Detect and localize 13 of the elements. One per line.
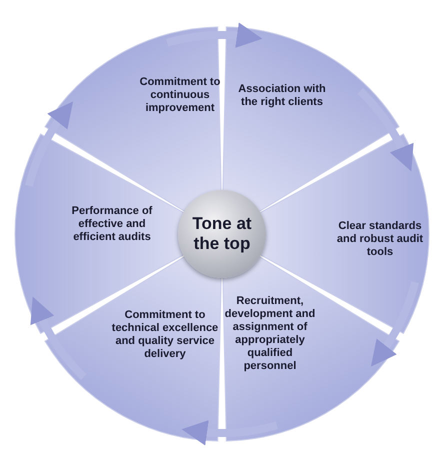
center-label: Tone at the top [192,214,252,254]
curved-arrow [25,101,73,188]
segment-label: Commitment to technical excellence and quality service delivery [110,309,220,361]
curved-arrow [357,88,413,172]
curved-arrow [166,23,262,49]
segment-label: Clear standards and robust audit tools [336,220,424,260]
segment-label: Commitment to continuous improvement [138,76,222,116]
curved-arrow [31,296,87,380]
curved-arrow [182,419,278,445]
segment-label: Association with the right clients [237,82,327,109]
curved-arrow [371,280,419,367]
segment-label: Recruitment, development and assignment of appropriately qualified personnel [224,295,316,373]
segment-label: Performance of effective and efficient audits [70,205,154,244]
